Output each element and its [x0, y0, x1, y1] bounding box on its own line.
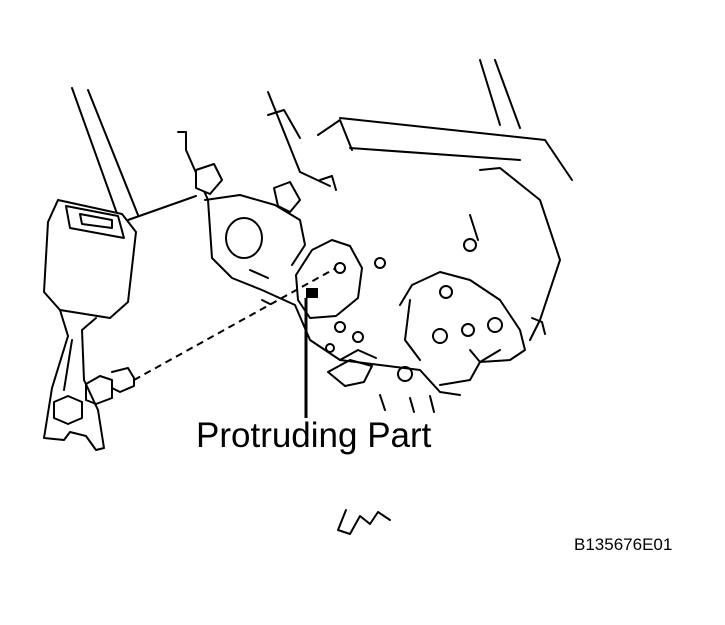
figure-code: B135676E01: [574, 535, 673, 554]
seat-belt-buckle: [43, 199, 137, 451]
install-guide-line: [133, 267, 337, 381]
frame-link-line: [127, 195, 197, 221]
seat-frame: [71, 59, 573, 535]
protruding-part-label: Protruding Part: [196, 416, 432, 455]
bolt: [53, 367, 135, 425]
protruding-part-marker: [304, 288, 318, 418]
